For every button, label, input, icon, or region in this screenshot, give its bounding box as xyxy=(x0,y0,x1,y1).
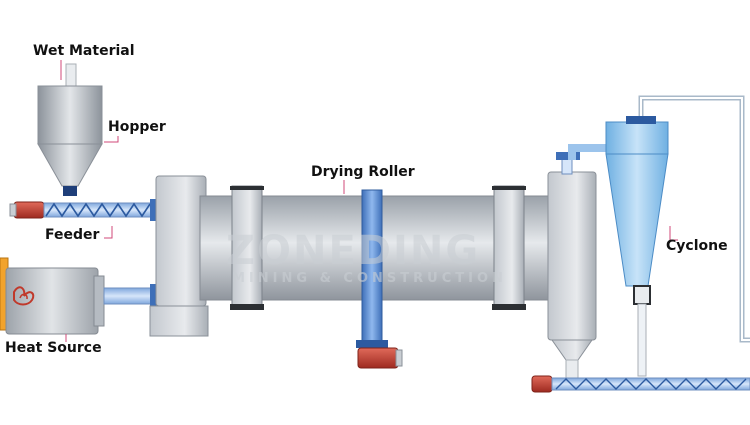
leader-lines xyxy=(60,60,678,342)
tyre-ring-left xyxy=(230,185,264,310)
drive-gear xyxy=(356,189,388,349)
cyclone xyxy=(605,116,669,377)
label-feeder: Feeder xyxy=(45,227,100,243)
label-wet-material: Wet Material xyxy=(33,43,135,59)
watermark-tagline: MINING & CONSTRUCTION xyxy=(232,271,507,286)
wet-material-inlet-pipe xyxy=(65,63,77,87)
leader-feeder xyxy=(104,226,113,239)
hopper xyxy=(37,85,103,196)
label-cyclone: Cyclone xyxy=(666,238,728,254)
label-drying-roller: Drying Roller xyxy=(311,164,415,180)
watermark-brand: ZONEDING xyxy=(226,228,480,274)
tyre-ring-right xyxy=(492,185,526,310)
fire-icon xyxy=(13,286,35,306)
heat-source xyxy=(0,257,158,335)
discharge-housing xyxy=(547,171,597,379)
exhaust-duct xyxy=(556,144,612,175)
feeder xyxy=(9,199,158,221)
cyclone-exhaust-pipe-highlight xyxy=(640,97,750,341)
feed-end-housing xyxy=(149,175,209,337)
leader-hopper xyxy=(104,136,119,143)
label-heat-source: Heat Source xyxy=(5,340,102,356)
drive-motor xyxy=(357,347,403,369)
label-hopper: Hopper xyxy=(108,119,166,135)
leader-cyclone xyxy=(669,226,678,241)
discharge-conveyor xyxy=(531,375,750,393)
